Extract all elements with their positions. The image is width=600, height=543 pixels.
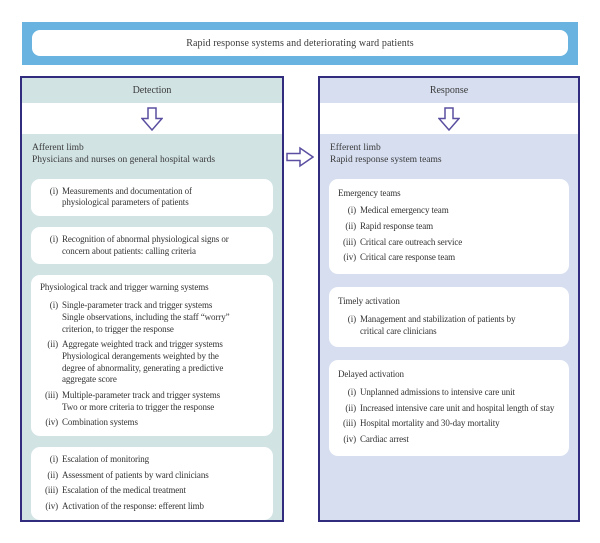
list-item: (ii) Increased intensive care unit and h… bbox=[337, 403, 561, 415]
down-arrow-icon bbox=[141, 106, 163, 131]
figure-title: Rapid response systems and deteriorating… bbox=[32, 30, 568, 56]
detection-to-response-connector bbox=[286, 146, 314, 168]
item-numeral: (iii) bbox=[45, 389, 58, 400]
item-text: Measurements and documentation of physio… bbox=[62, 185, 192, 208]
list-item: (iv) Cardiac arrest bbox=[337, 434, 561, 446]
list-item: (iv) Critical care response team bbox=[337, 252, 561, 264]
item-numeral: (ii) bbox=[345, 402, 356, 413]
list-item: (ii) Aggregate weighted track and trigge… bbox=[39, 339, 265, 386]
afferent-limb-line1: Afferent limb bbox=[32, 143, 84, 153]
item-text: Rapid response team bbox=[360, 221, 434, 232]
list-item: (i) Escalation of monitoring bbox=[39, 454, 265, 466]
list-item: (i) Measurements and documentation of ph… bbox=[39, 186, 265, 209]
delayed-activation-box: Delayed activation (i) Unplanned admissi… bbox=[329, 360, 569, 456]
afferent-limb-label: Afferent limb Physicians and nurses on g… bbox=[32, 142, 273, 167]
item-numeral: (i) bbox=[49, 300, 58, 311]
response-panel: Response Efferent limb Rapid response sy… bbox=[318, 76, 580, 522]
item-numeral: (iv) bbox=[45, 501, 58, 512]
down-arrow-icon bbox=[438, 106, 460, 131]
item-numeral: (i) bbox=[347, 386, 356, 397]
item-text: Aggregate weighted track and trigger sys… bbox=[62, 339, 224, 385]
item-numeral: (iii) bbox=[343, 236, 356, 247]
item-numeral: (iv) bbox=[343, 252, 356, 263]
item-text: Medical emergency team bbox=[360, 205, 449, 216]
item-text: Critical care outreach service bbox=[360, 236, 463, 247]
list-item: (i) Unplanned admissions to intensive ca… bbox=[337, 387, 561, 399]
item-numeral: (i) bbox=[49, 234, 58, 245]
item-text: Activation of the response: efferent lim… bbox=[62, 501, 204, 512]
track-trigger-title: Physiological track and trigger warning … bbox=[40, 282, 209, 293]
item-text: Cardiac arrest bbox=[360, 433, 409, 444]
response-panel-title: Response bbox=[320, 78, 578, 103]
list-item: (ii) Rapid response team bbox=[337, 221, 561, 233]
emergency-teams-title: Emergency teams bbox=[338, 187, 401, 198]
list-item: (i) Medical emergency team bbox=[337, 205, 561, 217]
item-numeral: (iv) bbox=[45, 417, 58, 428]
item-text: Single-parameter track and trigger syste… bbox=[62, 300, 230, 334]
list-item: (iv) Combination systems bbox=[39, 417, 265, 429]
list-item: (i) Management and stabilization of pati… bbox=[337, 314, 561, 337]
item-numeral: (iii) bbox=[343, 418, 356, 429]
detection-arrow-strip bbox=[22, 103, 282, 134]
response-arrow-strip bbox=[320, 103, 578, 134]
track-trigger-box: Physiological track and trigger warning … bbox=[31, 275, 273, 436]
delayed-activation-title: Delayed activation bbox=[338, 369, 404, 380]
item-text: Critical care response team bbox=[360, 252, 456, 263]
item-numeral: (i) bbox=[49, 454, 58, 464]
item-text: Increased intensive care unit and hospit… bbox=[360, 402, 555, 413]
response-panel-body: Efferent limb Rapid response system team… bbox=[320, 134, 578, 520]
recognition-box: (i) Recognition of abnormal physiologica… bbox=[31, 227, 273, 265]
item-text: Hospital mortality and 30-day mortality bbox=[360, 418, 500, 429]
item-text: Assessment of patients by ward clinician… bbox=[62, 469, 209, 480]
emergency-teams-box: Emergency teams (i) Medical emergency te… bbox=[329, 178, 569, 275]
efferent-limb-line1: Efferent limb bbox=[330, 143, 381, 153]
list-item: (i) Recognition of abnormal physiologica… bbox=[39, 234, 265, 257]
right-arrow-icon bbox=[286, 146, 314, 168]
detection-panel-title: Detection bbox=[22, 78, 282, 103]
item-numeral: (i) bbox=[347, 205, 356, 216]
item-text: Management and stabilization of patients… bbox=[360, 313, 516, 336]
item-numeral: (ii) bbox=[47, 339, 58, 350]
list-item: (iv) Activation of the response: efferen… bbox=[39, 501, 265, 513]
title-banner: Rapid response systems and deteriorating… bbox=[22, 22, 578, 65]
timely-activation-box: Timely activation (i) Management and sta… bbox=[329, 287, 569, 348]
item-numeral: (i) bbox=[49, 185, 58, 196]
escalation-box: (i) Escalation of monitoring (ii) Assess… bbox=[31, 447, 273, 520]
list-item: (iii) Critical care outreach service bbox=[337, 237, 561, 249]
item-text: Recognition of abnormal physiological si… bbox=[62, 234, 229, 256]
item-text: Combination systems bbox=[62, 417, 138, 428]
detection-panel-body: Afferent limb Physicians and nurses on g… bbox=[22, 134, 282, 520]
efferent-limb-label: Efferent limb Rapid response system team… bbox=[330, 142, 569, 167]
item-numeral: (iv) bbox=[343, 433, 356, 444]
list-item: (i) Single-parameter track and trigger s… bbox=[39, 300, 265, 335]
list-item: (iii) Hospital mortality and 30-day mort… bbox=[337, 418, 561, 430]
list-item: (iii) Multiple-parameter track and trigg… bbox=[39, 390, 265, 413]
detection-panel: Detection Afferent limb Physicians and n… bbox=[20, 76, 284, 522]
item-numeral: (i) bbox=[347, 313, 356, 324]
item-text: Unplanned admissions to intensive care u… bbox=[360, 386, 515, 397]
item-text: Escalation of monitoring bbox=[62, 454, 150, 464]
afferent-limb-line2: Physicians and nurses on general hospita… bbox=[32, 155, 216, 166]
item-numeral: (iii) bbox=[45, 485, 58, 496]
item-text: Multiple-parameter track and trigger sys… bbox=[62, 389, 221, 412]
list-item: (iii) Escalation of the medical treatmen… bbox=[39, 485, 265, 497]
item-numeral: (ii) bbox=[47, 469, 58, 480]
efferent-limb-line2: Rapid response system teams bbox=[330, 155, 442, 166]
measurements-box: (i) Measurements and documentation of ph… bbox=[31, 178, 273, 217]
item-numeral: (ii) bbox=[345, 221, 356, 232]
list-item: (ii) Assessment of patients by ward clin… bbox=[39, 470, 265, 482]
timely-activation-title: Timely activation bbox=[338, 296, 400, 307]
item-text: Escalation of the medical treatment bbox=[62, 485, 186, 496]
